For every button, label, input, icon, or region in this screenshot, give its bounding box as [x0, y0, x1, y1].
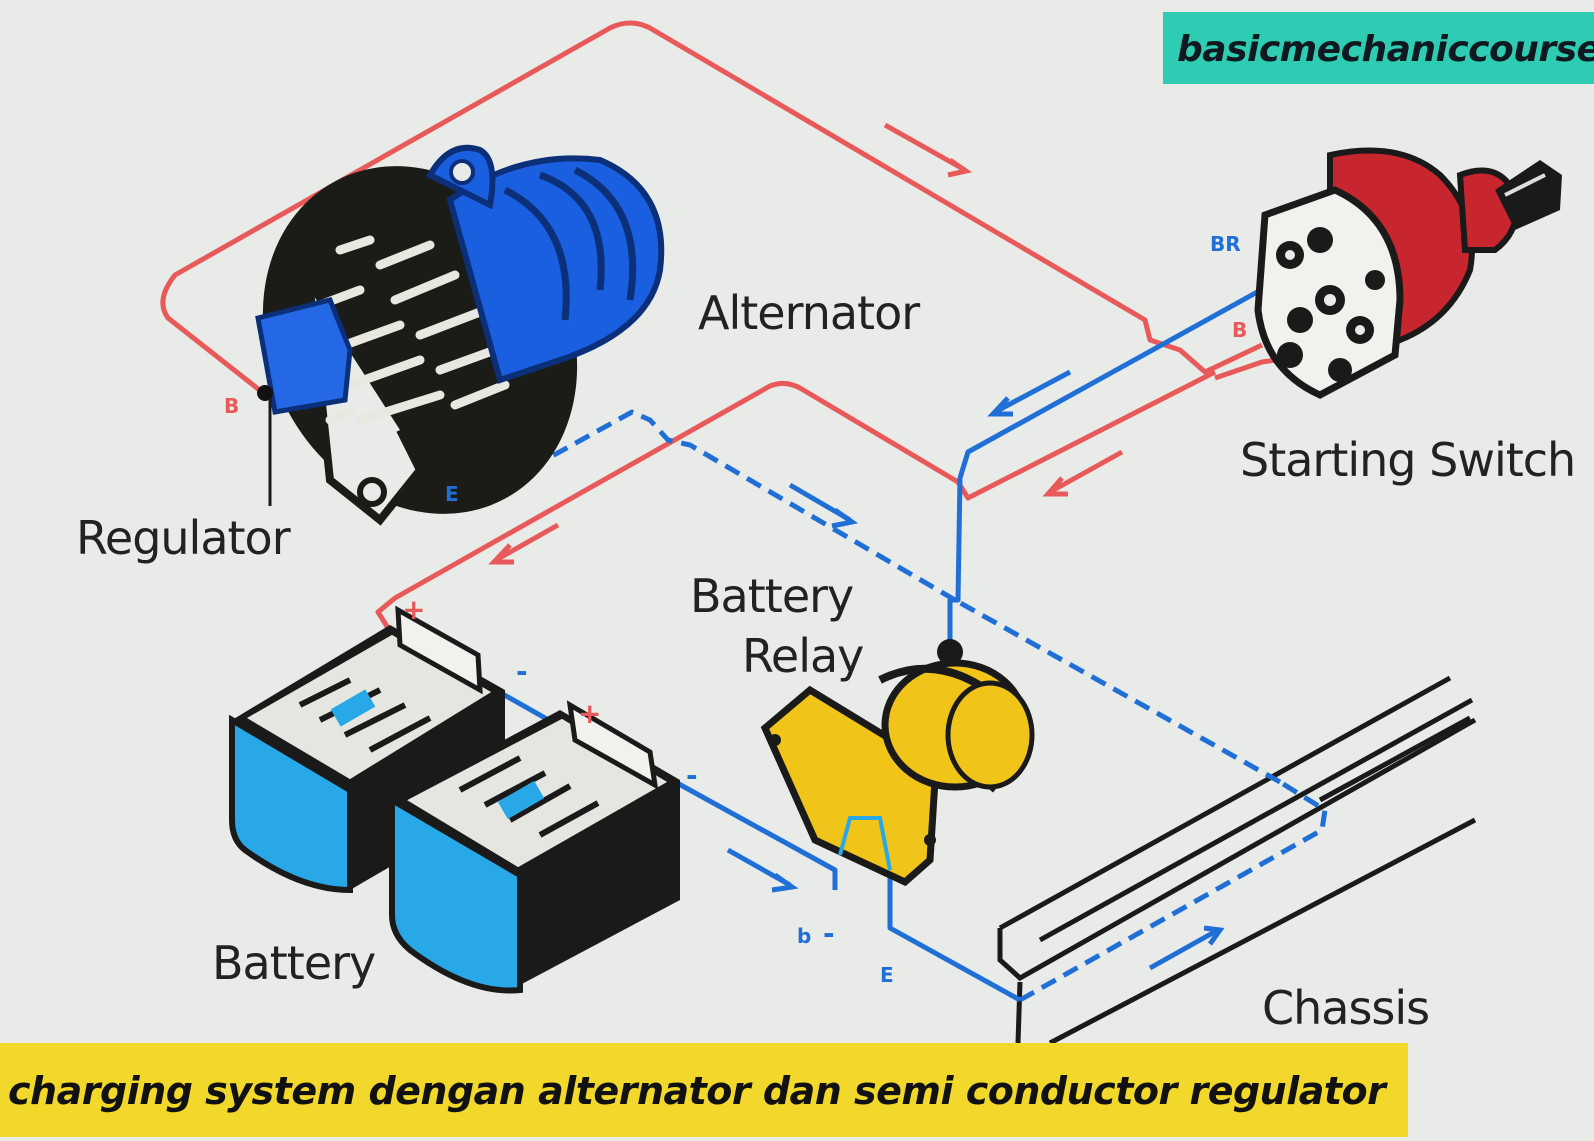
battery-icon [229, 605, 680, 994]
alternator-b-terminal-label: B [224, 394, 240, 418]
alternator-e-terminal-label: E [445, 482, 459, 506]
battery1-plus-label: + [402, 593, 426, 626]
battery2-minus-label: - [686, 759, 698, 792]
watermark-text: basicmechaniccourse [1177, 29, 1594, 70]
relay-b-minus-label: - [823, 917, 835, 950]
regulator-label: Regulator [76, 511, 291, 565]
chassis-icon [997, 675, 1477, 1046]
switch-b-terminal-label: B [1232, 318, 1248, 342]
battery2-plus-label: + [578, 697, 602, 730]
battery-relay-label-line2: Relay [742, 629, 864, 683]
caption-banner: charging system dengan alternator dan se… [0, 1043, 1408, 1137]
watermark-banner: basicmechaniccourse [1163, 12, 1594, 84]
battery1-minus-label: - [516, 655, 528, 688]
battery-relay-label-line1: Battery [690, 569, 854, 623]
flow-arrow-icon [488, 122, 1225, 971]
battery-relay-icon [760, 639, 1035, 887]
alternator-icon [255, 144, 665, 526]
caption-text: charging system dengan alternator dan se… [8, 1069, 1386, 1113]
relay-e-terminal-label: E [880, 963, 894, 987]
switch-br-terminal-label: BR [1210, 232, 1241, 256]
relay-b-terminal-label: b [797, 924, 812, 948]
alternator-label: Alternator [698, 286, 920, 340]
starting-switch-label: Starting Switch [1240, 433, 1576, 487]
battery-label: Battery [212, 936, 376, 990]
chassis-label: Chassis [1262, 981, 1430, 1035]
starting-switch-icon [1254, 147, 1562, 399]
